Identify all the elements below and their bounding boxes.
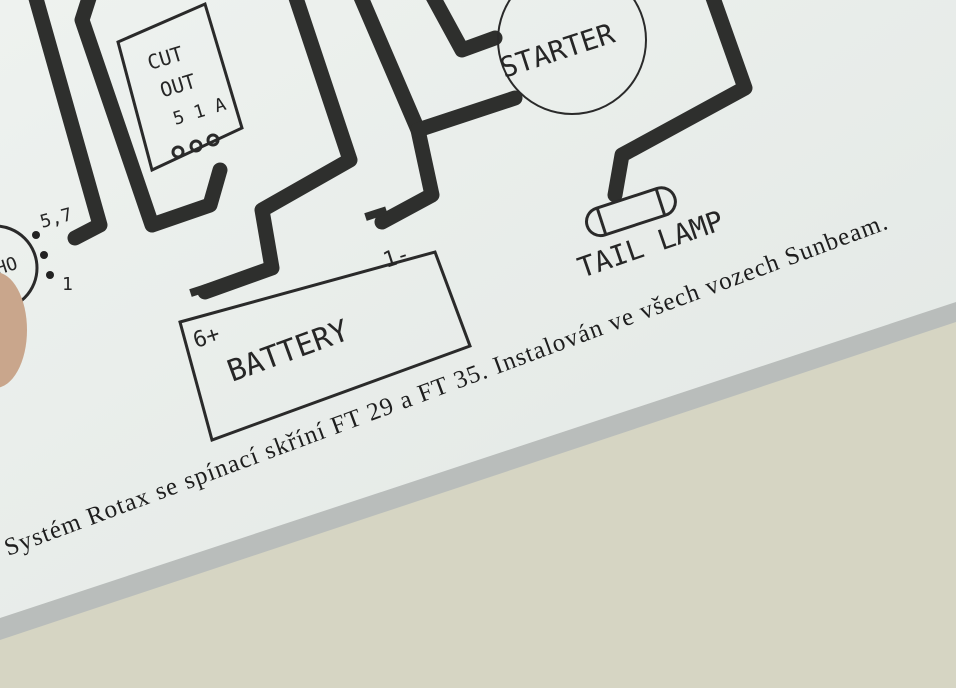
tail-lamp <box>585 186 677 238</box>
page <box>0 0 956 618</box>
generator-terminal-1: 1 <box>62 274 73 295</box>
wires <box>28 0 753 300</box>
generator: HO 5,7 1 <box>0 204 75 312</box>
generator-label: HO <box>0 253 20 280</box>
finger <box>0 272 27 388</box>
page-stack-edge <box>0 300 956 640</box>
cutout-box: CUT OUT 5 1 A <box>116 1 244 173</box>
